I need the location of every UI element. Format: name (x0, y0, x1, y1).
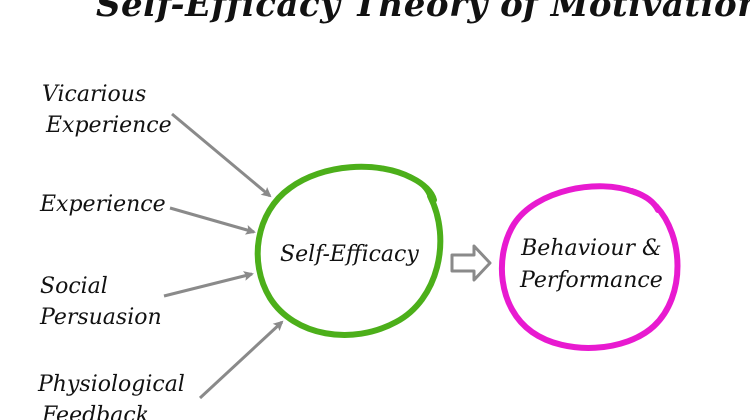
factor-vicarious-experience: Vicarious Experience (42, 84, 172, 137)
factor-experience: Experience (40, 194, 166, 216)
arrow-right-icon (198, 320, 284, 400)
behaviour-performance-label: Behaviour & Performance (520, 238, 663, 292)
factor-label-line: Social (40, 274, 108, 299)
outcome-label-line: Behaviour & (521, 236, 662, 261)
arrow-right-icon (169, 206, 256, 235)
self-efficacy-circle (254, 163, 444, 338)
factor-label-line: Vicarious (42, 82, 147, 107)
factor-physiological-feedback: Physiological Feedback (38, 374, 185, 420)
factor-social-persuasion: Social Persuasion (40, 276, 162, 329)
factor-label-line: Persuasion (40, 305, 162, 330)
outcome-label-line: Performance (520, 268, 663, 293)
behaviour-performance-circle (498, 183, 681, 351)
factor-label-line: Experience (40, 192, 166, 217)
factor-label-line: Feedback (42, 403, 150, 420)
hollow-arrow-right-icon (450, 244, 492, 282)
arrow-right-icon (171, 112, 272, 198)
arrow-right-icon (163, 271, 254, 298)
factor-label-line: Physiological (38, 372, 185, 397)
self-efficacy-label: Self-Efficacy (280, 242, 419, 267)
factor-label-line: Experience (46, 113, 172, 138)
diagram-title: Self-Efficacy Theory of Motivation (96, 0, 750, 25)
